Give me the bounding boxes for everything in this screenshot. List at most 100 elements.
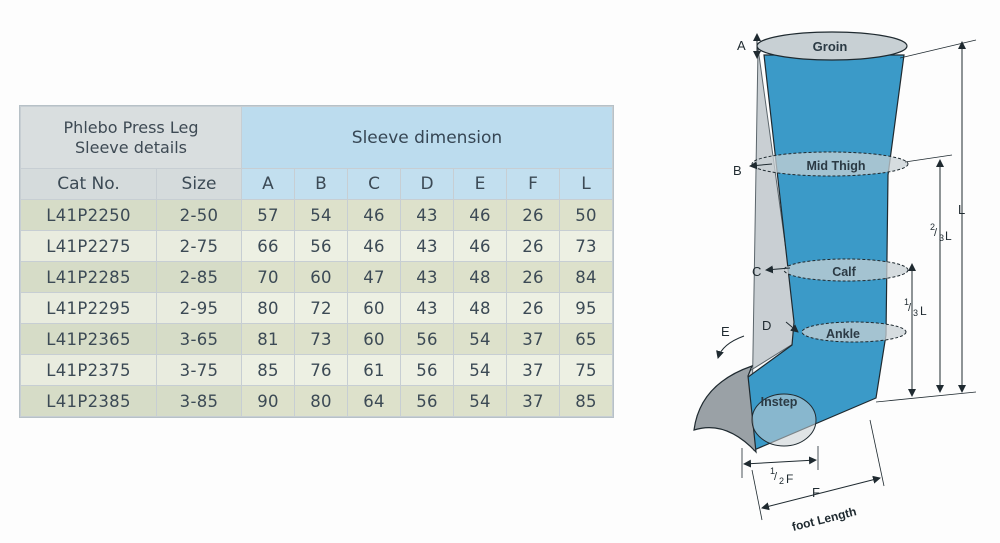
dim-l-cell: 85 (559, 385, 613, 417)
dim-c-cell: 60 (347, 292, 401, 324)
dim-f-cell: 26 (506, 230, 560, 262)
two-thirds-l: L (945, 229, 952, 243)
column-header-l: L (559, 168, 613, 200)
size-cell: 2-50 (156, 199, 242, 231)
cat-no-cell: L41P2295 (20, 292, 157, 324)
dim-d-cell: 56 (400, 385, 454, 417)
table-row: L41P2285 2-85 70 60 47 43 48 26 84 (20, 261, 613, 293)
dim-b-cell: 76 (294, 354, 348, 386)
column-header-size: Size (156, 168, 242, 200)
table-row: L41P2385 3-85 90 80 64 56 54 37 85 (20, 385, 613, 417)
groin-label: Groin (813, 39, 848, 54)
dim-e-cell: 46 (453, 199, 507, 231)
cat-no-cell: L41P2365 (20, 323, 157, 355)
arrow-d (785, 321, 799, 333)
dim-d-cell: 43 (400, 261, 454, 293)
dim-f-cell: 26 (506, 292, 560, 324)
foot-length-label: foot Length (790, 504, 857, 534)
dim-e-cell: 46 (453, 230, 507, 262)
table-row: L41P2375 3-75 85 76 61 56 54 37 75 (20, 354, 613, 386)
table-row: L41P2250 2-50 57 54 46 43 46 26 50 (20, 199, 613, 231)
mid-thigh-label: Mid Thigh (806, 159, 865, 173)
dim-c-cell: 46 (347, 230, 401, 262)
dim-c-cell: 46 (347, 199, 401, 231)
dimension-half-f-line (743, 456, 817, 468)
two-thirds-sup: 2 (930, 222, 935, 232)
table-row: L41P2365 3-65 81 73 60 56 54 37 65 (20, 323, 613, 355)
foot-opening (693, 365, 757, 454)
label-b: B (733, 163, 742, 178)
l-ext-top (899, 39, 977, 59)
label-e: E (721, 324, 730, 339)
dim-l-cell: 50 (559, 199, 613, 231)
dim-b-cell: 80 (294, 385, 348, 417)
label-l: L (958, 202, 965, 217)
dim-e-cell: 54 (453, 323, 507, 355)
dim-b-cell: 73 (294, 323, 348, 355)
size-cell: 2-95 (156, 292, 242, 324)
size-cell: 2-75 (156, 230, 242, 262)
dim-c-cell: 47 (347, 261, 401, 293)
half-f-sup: 1 (770, 466, 775, 476)
l-ext-bottom (875, 391, 977, 403)
dim-f-cell: 37 (506, 323, 560, 355)
label-a: A (737, 38, 746, 53)
size-cell: 2-85 (156, 261, 242, 293)
cat-no-cell: L41P2385 (20, 385, 157, 417)
dim-d-cell: 43 (400, 230, 454, 262)
dim-c-cell: 64 (347, 385, 401, 417)
arrow-c (765, 265, 791, 274)
f-ext-left (751, 469, 763, 521)
label-f: F (812, 485, 820, 500)
half-f-slash: / (774, 471, 778, 483)
column-header-cat-no: Cat No. (20, 168, 157, 200)
column-header-f: F (506, 168, 560, 200)
dim-c-cell: 60 (347, 323, 401, 355)
instep-ring (751, 393, 817, 447)
dim-e-cell: 54 (453, 385, 507, 417)
column-header-a: A (241, 168, 295, 200)
dim-b-cell: 72 (294, 292, 348, 324)
dim-a-cell: 70 (241, 261, 295, 293)
ankle-label: Ankle (826, 327, 860, 341)
dim-a-cell: 80 (241, 292, 295, 324)
half-f-sub: 2 (779, 476, 784, 486)
dim-b-cell: 54 (294, 199, 348, 231)
cat-no-cell: L41P2275 (20, 230, 157, 262)
one-third-slash: / (908, 302, 912, 314)
column-header-b: B (294, 168, 348, 200)
size-cell: 3-65 (156, 323, 242, 355)
dim-a-cell: 57 (241, 199, 295, 231)
column-header-e: E (453, 168, 507, 200)
table-row: L41P2275 2-75 66 56 46 43 46 26 73 (20, 230, 613, 262)
cat-no-cell: L41P2250 (20, 199, 157, 231)
instep-label: Instep (761, 395, 798, 409)
column-header-c: C (347, 168, 401, 200)
one-third-sub: 3 (913, 308, 918, 318)
leg-sleeve-diagram: Groin Mid Thigh Calf Ankle Instep A B C … (693, 31, 977, 534)
column-header-d: D (400, 168, 454, 200)
dim-a-cell: 85 (241, 354, 295, 386)
dim-f-cell: 37 (506, 354, 560, 386)
dimension-f-line (761, 475, 881, 511)
one-third-sup: 1 (904, 297, 909, 307)
dim-d-cell: 43 (400, 199, 454, 231)
dim-d-cell: 56 (400, 323, 454, 355)
dim-e-cell: 48 (453, 292, 507, 324)
one-third-l: L (920, 304, 927, 318)
dim-b-cell: 60 (294, 261, 348, 293)
cat-no-cell: L41P2285 (20, 261, 157, 293)
calf-label: Calf (832, 265, 856, 279)
product-heading: Phlebo Press Leg Sleeve details (20, 106, 242, 169)
table-row: L41P2295 2-95 80 72 60 43 48 26 95 (20, 292, 613, 324)
dim-a-cell: 90 (241, 385, 295, 417)
two-thirds-slash: / (934, 227, 938, 239)
dim-e-cell: 48 (453, 261, 507, 293)
size-cell: 3-75 (156, 354, 242, 386)
sleeve-spec-table: Phlebo Press Leg Sleeve details Sleeve d… (20, 106, 613, 417)
half-f-letter: F (786, 472, 793, 486)
product-heading-line2: Sleeve details (75, 137, 187, 157)
dim-a-cell: 81 (241, 323, 295, 355)
dim-f-cell: 37 (506, 385, 560, 417)
label-c: C (752, 264, 761, 279)
